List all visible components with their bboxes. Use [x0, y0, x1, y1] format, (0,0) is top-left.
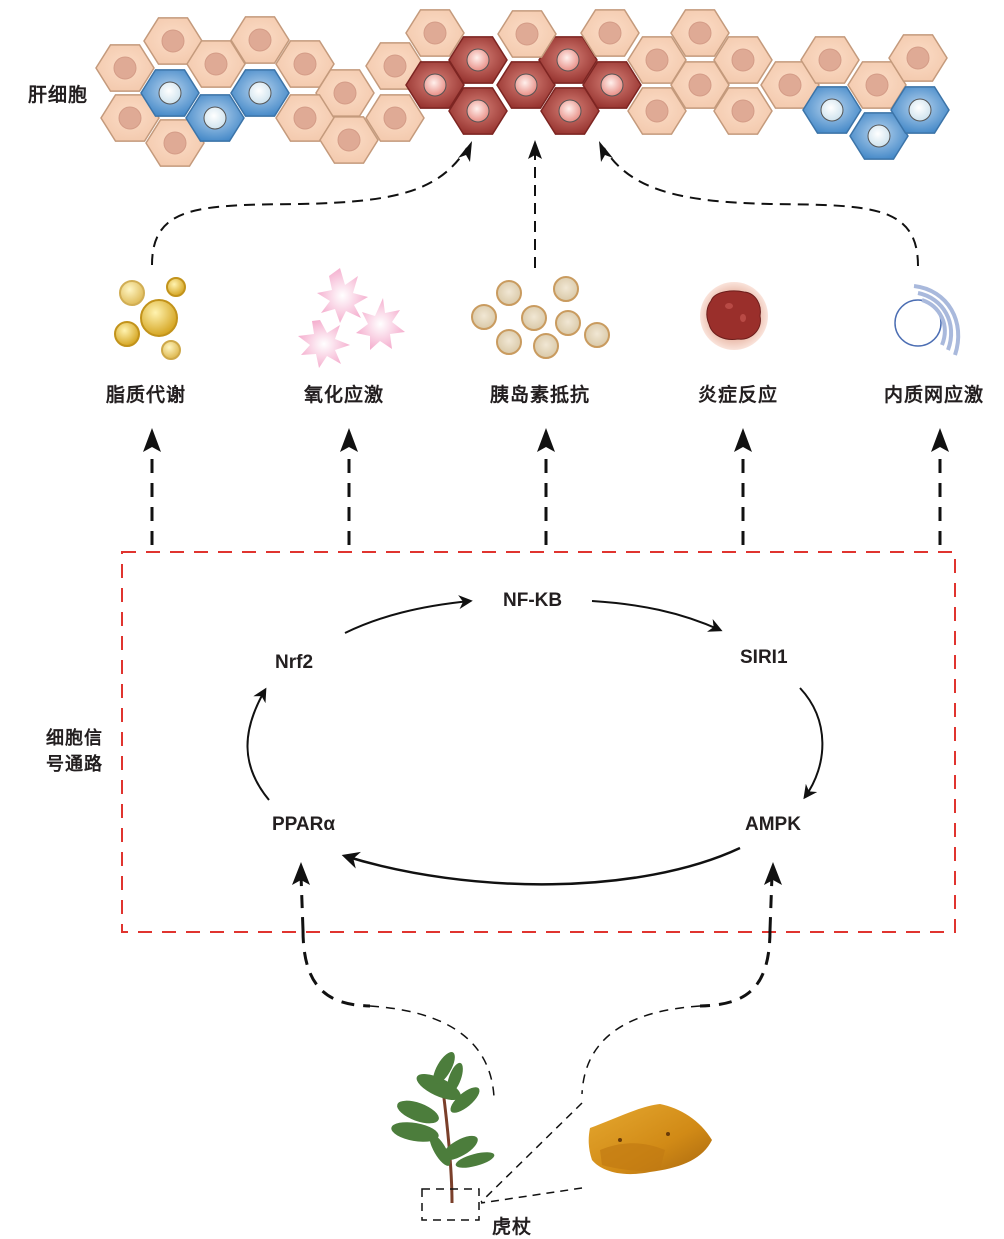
- effect-label-er-stress: 内质网应激: [884, 384, 985, 406]
- cell-nucleus: [337, 128, 361, 152]
- cell-nucleus: [333, 81, 357, 105]
- cell-nucleus: [778, 73, 802, 97]
- effect-up-arrowheads: [143, 428, 949, 452]
- hepatocyte-layer: [95, 9, 950, 167]
- cell-nucleus: [865, 73, 889, 97]
- arrowhead: [599, 141, 613, 162]
- cell-nucleus: [248, 81, 272, 105]
- cell-nucleus: [466, 99, 490, 123]
- cell-nucleus: [645, 99, 669, 123]
- cell-nucleus: [161, 29, 185, 53]
- arrowhead: [143, 428, 161, 452]
- arrowhead: [292, 862, 310, 885]
- cell-nucleus: [688, 73, 712, 97]
- effect-label-inflammation: 炎症反应: [698, 384, 779, 406]
- cell-nucleus: [163, 131, 187, 155]
- cell-nucleus: [688, 21, 712, 45]
- cell-nucleus: [118, 106, 142, 130]
- cell-nucleus: [645, 48, 669, 72]
- cell-nucleus: [383, 106, 407, 130]
- effect-label-oxidative: 氧化应激: [304, 384, 385, 406]
- path-left-curve: [301, 929, 371, 1008]
- effect-to-cell-arrows: [151, 147, 919, 268]
- arrowhead: [764, 862, 782, 885]
- knotweed-plant-icon: [391, 1052, 495, 1204]
- node-ampk: AMPK: [745, 814, 801, 835]
- arrow-nfkb-to-siri1: [591, 600, 723, 632]
- pathway-up-arrowheads: [292, 862, 782, 885]
- herb-connector-thin: [369, 1005, 701, 1098]
- arrow-herb-to-ppara: [299, 874, 305, 931]
- photo-callout-lines: [480, 1102, 583, 1204]
- cell-nucleus: [293, 52, 317, 76]
- cell-nucleus: [556, 48, 580, 72]
- effect-arrowheads: [458, 140, 613, 162]
- pathway-label-line2: 号通路: [46, 754, 103, 775]
- effect-label-lipid: 脂质代谢: [106, 384, 187, 406]
- cell-nucleus: [113, 56, 137, 80]
- signaling-pathway-box: [121, 551, 956, 933]
- arrow-nrf2-to-nfkb: [344, 595, 473, 634]
- endoplasmic-reticulum-icon: [894, 284, 961, 356]
- path-right-curve: [699, 929, 772, 1008]
- arrowhead: [537, 428, 555, 452]
- box-to-effect-arrows: [150, 450, 942, 545]
- cell-nucleus: [248, 28, 272, 52]
- cell-nucleus: [818, 48, 842, 72]
- cell-nucleus: [203, 106, 227, 130]
- arrow-lipid-to-cells: [151, 147, 468, 266]
- node-siri1: SIRI1: [740, 647, 788, 668]
- herb-label: 虎杖: [492, 1216, 533, 1238]
- cell-nucleus: [293, 106, 317, 130]
- cell-nucleus: [731, 48, 755, 72]
- insulin-granules-icon: [471, 276, 610, 359]
- oxidative-burst-icon: [298, 268, 405, 368]
- arrow-ppara-to-nrf2: [246, 687, 270, 801]
- cell-nucleus: [423, 21, 447, 45]
- cell-nucleus: [515, 22, 539, 46]
- herb-to-pathway-arrows: [299, 874, 774, 1008]
- cell-nucleus: [820, 98, 844, 122]
- cell-nucleus: [598, 21, 622, 45]
- cell-nucleus: [204, 52, 228, 76]
- node-ppara: PPARα: [272, 814, 336, 835]
- cell-nucleus: [558, 99, 582, 123]
- pathway-label-line1: 细胞信: [46, 728, 103, 749]
- arrowhead: [458, 141, 472, 162]
- cell-nucleus: [158, 81, 182, 105]
- arrow-ampk-to-ppara: [341, 846, 741, 886]
- hepatocyte-label: 肝细胞: [28, 84, 89, 106]
- cell-nucleus: [600, 73, 624, 97]
- pathway-cycle-arrows: [246, 595, 824, 886]
- arrow-herb-to-ampk: [768, 874, 774, 931]
- cell-nucleus: [514, 73, 538, 97]
- effect-label-insulin: 胰岛素抵抗: [490, 384, 591, 406]
- arrow-siri1-to-ampk: [799, 687, 824, 800]
- dried-root-photo: [582, 1103, 716, 1189]
- arrowhead: [931, 428, 949, 452]
- node-nfkb: NF-KB: [503, 590, 563, 611]
- arrowhead: [340, 428, 358, 452]
- arrowhead: [734, 428, 752, 452]
- node-nrf2: Nrf2: [275, 652, 314, 673]
- cell-nucleus: [908, 98, 932, 122]
- cell-nucleus: [867, 124, 891, 148]
- arrow-er-to-cells: [603, 147, 919, 267]
- cell-nucleus: [466, 48, 490, 72]
- cell-nucleus: [731, 99, 755, 123]
- inflammation-cell-icon: [700, 282, 768, 350]
- cell-nucleus: [423, 73, 447, 97]
- cell-nucleus: [383, 54, 407, 78]
- root-highlight-box: [421, 1188, 480, 1221]
- arrowhead: [528, 140, 542, 159]
- cell-nucleus: [906, 46, 930, 70]
- lipid-droplets-icon: [114, 277, 186, 360]
